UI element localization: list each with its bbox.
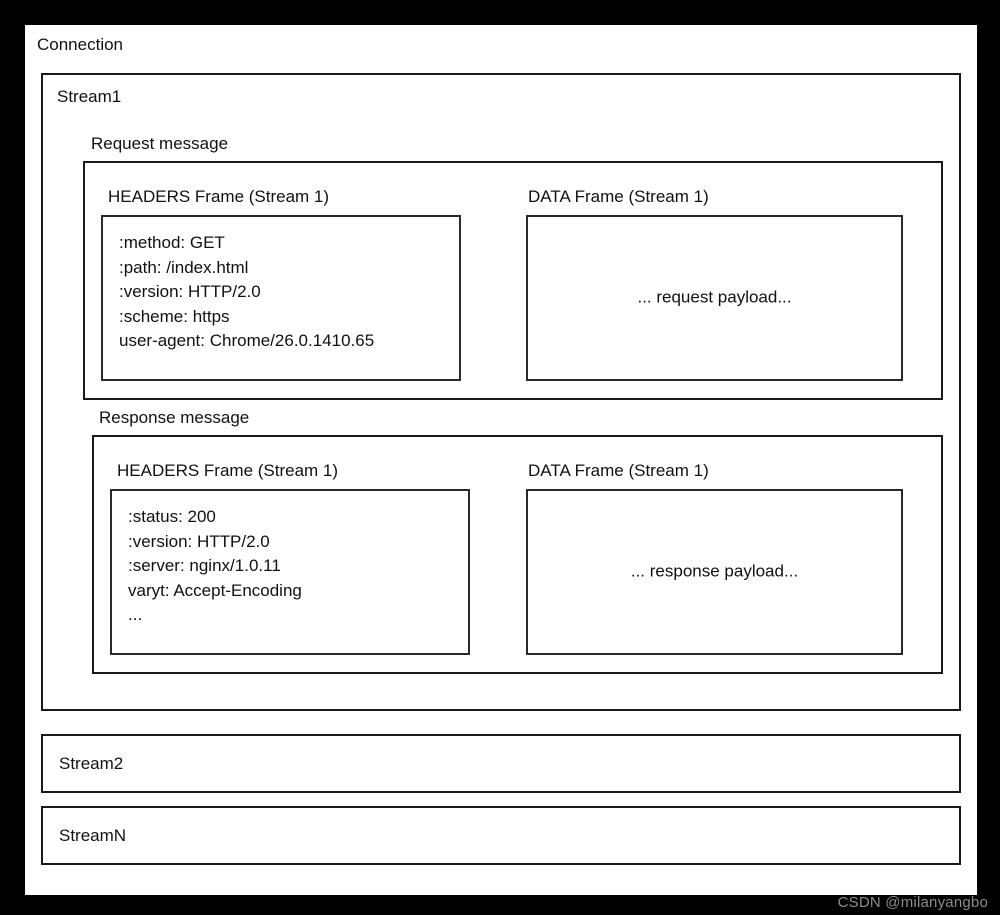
header-field: :scheme: https [119, 306, 230, 326]
request-payload-caption: ... request payload... [637, 287, 792, 307]
stream1-box: Stream1 Request message HEADERS Frame (S… [41, 73, 961, 711]
response-message-box: HEADERS Frame (Stream 1) :status: 200 :v… [92, 435, 943, 674]
header-field: user-agent: Chrome/26.0.1410.65 [119, 331, 375, 350]
response-headers-frame-payload-box: :status: 200 :version: HTTP/2.0 :server:… [110, 489, 470, 655]
header-field: :version: HTTP/2.0 [119, 282, 261, 301]
response-data-frame-title: DATA Frame (Stream 1) [528, 461, 709, 480]
response-headers-frame-title: HEADERS Frame (Stream 1) [117, 461, 339, 480]
request-data-frame-payload-box: ... request payload... [526, 215, 903, 381]
header-field: :path: /index.html [119, 257, 249, 277]
stream2-label: Stream2 [59, 754, 124, 773]
diagram-canvas: Connection Stream1 Request message HEADE… [25, 25, 977, 895]
header-field: :server: nginx/1.0.11 [128, 556, 281, 575]
response-message-label: Response message [99, 408, 250, 427]
csdn-watermark: CSDN @milanyangbo [837, 894, 988, 911]
response-payload-caption: ... response payload... [630, 561, 799, 581]
stream2-box: Stream2 [41, 734, 961, 793]
streamn-label: StreamN [59, 826, 127, 845]
response-header-field-list: :status: 200 :version: HTTP/2.0 :server:… [128, 505, 460, 628]
request-header-field-list: :method: GET :path: /index.html :version… [119, 231, 451, 354]
streamn-box: StreamN [41, 806, 961, 865]
stream1-label: Stream1 [57, 87, 122, 106]
header-field: ... [128, 605, 143, 624]
request-data-frame-title: DATA Frame (Stream 1) [528, 187, 709, 206]
connection-label: Connection [37, 35, 124, 54]
header-field: varyt: Accept-Encoding [128, 580, 302, 600]
header-field: :version: HTTP/2.0 [128, 531, 270, 551]
request-headers-frame-payload-box: :method: GET :path: /index.html :version… [101, 215, 461, 381]
header-field: :status: 200 [128, 507, 216, 526]
request-headers-frame-title: HEADERS Frame (Stream 1) [108, 187, 330, 206]
request-message-box: HEADERS Frame (Stream 1) :method: GET :p… [83, 161, 943, 400]
header-field: :method: GET [119, 233, 225, 252]
response-data-frame-payload-box: ... response payload... [526, 489, 903, 655]
request-message-label: Request message [91, 134, 229, 153]
